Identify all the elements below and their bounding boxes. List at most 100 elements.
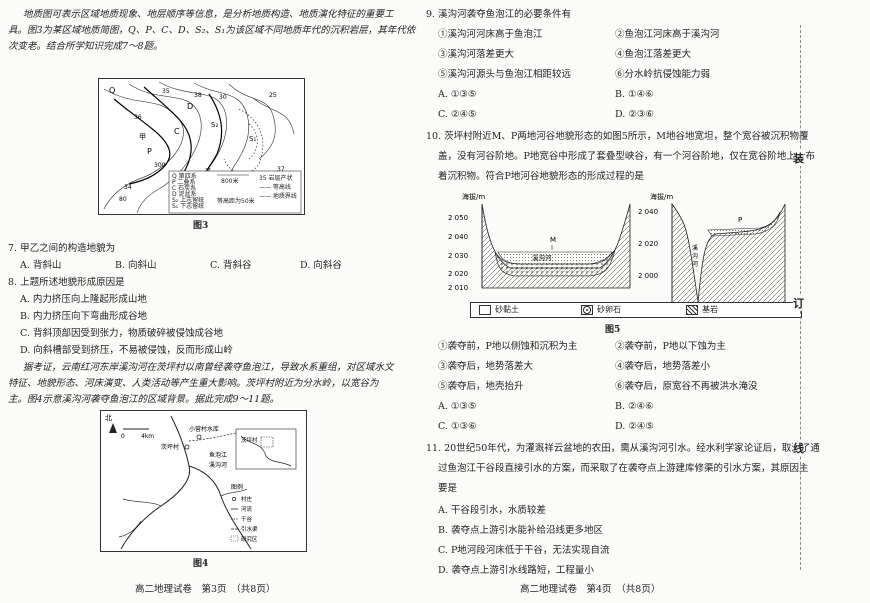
q7-option-c: C. 背斜谷	[210, 260, 252, 271]
svg-text:茨坪村: 茨坪村	[161, 443, 179, 451]
q7-option-d: D. 向斜谷	[300, 260, 342, 271]
figure-3-geologic-map: Q 甲 乙 P C D S₂ S₁ 35 36 38 34 30 25 37 3…	[98, 78, 305, 215]
question-9: 9. 溪沟河袭夺鱼泡江的必要条件有	[426, 9, 572, 20]
intro2-line-2: 特征、地貌形态、河床演变、人类活动等产生重大影响。茨坪村附近为分水岭，以宽谷为	[8, 378, 379, 389]
svg-text:等高距为50米: 等高距为50米	[217, 197, 255, 205]
q10-line-3: 着沉积物。符合P地河谷地貌形态的形成过程的是	[438, 171, 644, 182]
svg-text:D 泥盆系: D 泥盆系	[172, 190, 197, 198]
svg-text:2 050: 2 050	[448, 214, 468, 222]
figure-5-caption: 图5	[605, 325, 621, 335]
map-label-p: P	[147, 147, 152, 156]
north-label: 北	[105, 414, 112, 422]
map-label-c: C	[174, 127, 180, 136]
svg-text:0: 0	[121, 433, 125, 440]
map-label-q: Q	[109, 86, 115, 95]
q10-option-b: B. ②④⑥	[615, 401, 654, 412]
north-arrow-icon	[109, 423, 117, 433]
svg-text:鱼泡江: 鱼泡江	[209, 451, 227, 459]
svg-text:P 二叠系: P 二叠系	[172, 178, 196, 186]
svg-text:2 040: 2 040	[448, 233, 468, 241]
q8-option-c: C. 背斜顶部因受到张力，物质破碎被侵蚀成谷地	[20, 328, 223, 339]
svg-text:河流: 河流	[241, 505, 253, 513]
svg-text:30: 30	[219, 94, 227, 101]
q10-item-1: ①袭夺前，P地以侧蚀和沉积为主	[438, 341, 578, 352]
q11-option-a: A. 干谷段引水，水质较差	[438, 505, 546, 516]
q9-option-d: D. ②③⑥	[615, 109, 654, 120]
fig5-label-river-right: 溪	[692, 244, 698, 252]
svg-text:茨坪村: 茨坪村	[241, 436, 258, 444]
q9-item-1: ①溪沟河河床高于鱼泡江	[438, 29, 543, 40]
svg-text:C 石炭系: C 石炭系	[172, 184, 196, 192]
left-footer: 高二地理试卷 第3页 （共8页）	[135, 584, 276, 595]
intro-line-2: 具。图3为某区域地质简图，Q、P、C、D、S₂、S₁为该区域不同地质年代的沉积岩…	[8, 25, 416, 36]
q9-item-5: ⑤溪沟河源头与鱼泡江相距较远	[438, 69, 572, 80]
q9-option-c: C. ②④⑤	[438, 109, 477, 120]
intro-line-1: 地质图可表示区域地质现象、地层顺序等信息，是分析地质构造、地质演化特征的重要工	[23, 9, 394, 20]
svg-text:2 020: 2 020	[638, 240, 658, 248]
left-page: 地质图可表示区域地质现象、地层顺序等信息，是分析地质构造、地质演化特征的重要工 …	[0, 0, 420, 603]
q7-option-b: B. 向斜山	[115, 260, 157, 271]
svg-text:300: 300	[154, 162, 166, 169]
q9-option-b: B. ①④⑥	[615, 89, 654, 100]
svg-text:35 岩层产状: 35 岩层产状	[259, 174, 293, 182]
svg-text:2 040: 2 040	[638, 208, 658, 216]
q8-option-d: D. 向斜槽部受到挤压，不易被侵蚀，反而形成山岭	[20, 345, 233, 356]
q10-option-a: A. ①③⑤	[438, 401, 477, 412]
svg-text:村庄: 村庄	[241, 495, 253, 503]
figure-4-river-map: 北 0 4km 茨坪村 小营村水库 鱼泡江 溪沟河 茨坪村 图例	[100, 410, 307, 552]
q11-option-c: C. P地河段河床低于干谷，无法实现自流	[438, 545, 610, 556]
svg-text:2 020: 2 020	[448, 270, 468, 278]
q10-item-2: ②袭夺前，P地以下蚀为主	[615, 341, 726, 352]
q10-line-2: 盖，没有河谷阶地。P地宽谷中形成了套叠型峡谷，有一个河谷阶地，仅在宽谷阶地上分布	[438, 151, 815, 162]
q9-item-6: ⑥分水岭抗侵蚀能力弱	[615, 69, 711, 80]
svg-text:37: 37	[277, 166, 285, 173]
q10-item-6: ⑥袭夺后，原宽谷不再被洪水淹没	[615, 381, 758, 392]
fig5-label-p: P	[738, 216, 742, 224]
q11-line-2: 过鱼泡江干谷段直接引水的方案，而采取了在袭夺点上游建库修渠的引水方案，其原因主	[438, 463, 809, 474]
svg-text:溪沟河: 溪沟河	[209, 461, 227, 469]
q8-option-b: B. 内力挤压向下弯曲形成谷地	[20, 311, 148, 322]
svg-text:35: 35	[162, 88, 170, 95]
svg-text:—— 等高线: —— 等高线	[259, 183, 291, 191]
svg-text:小营村水库: 小营村水库	[189, 425, 219, 433]
q10-item-5: ⑤袭夺后，地壳抬升	[438, 381, 524, 392]
map-label-d: D	[187, 102, 193, 111]
svg-text:38: 38	[194, 92, 202, 99]
legend-bedrock: 基岩	[702, 305, 718, 314]
q11-option-d: D. 袭夺点上游引水线路短，工程量小	[438, 565, 594, 576]
fig5-right-axis-title: 海拔/m	[650, 192, 673, 201]
fig5-label-m: M	[550, 236, 556, 244]
figure-3-caption: 图3	[193, 221, 209, 231]
svg-text:S₂ 上志留统: S₂ 上志留统	[172, 196, 204, 204]
figure-5-legend: 砂黏土 砂卵石 基岩	[470, 302, 802, 318]
svg-text:S₁ 下志留统: S₁ 下志留统	[172, 202, 204, 210]
binding-char-zhuang: 装	[793, 150, 804, 166]
intro2-line-3: 主。图4示意溪沟河袭夺鱼泡江的区域背景。据此完成9～11题。	[8, 394, 280, 405]
svg-text:图例: 图例	[231, 483, 243, 491]
intro2-line-1: 据考证，云南红河东岸溪沟河在茨坪村以南曾经袭夺鱼泡江，导致水系重组，对区域水文	[23, 362, 394, 373]
legend-sandy-clay: 砂黏土	[495, 305, 519, 314]
question-7: 7. 甲乙之间的构造地貌为	[8, 243, 116, 254]
figure-4-caption: 图4	[193, 559, 209, 569]
svg-text:2 000: 2 000	[638, 272, 658, 280]
map-label-s1: S₁	[249, 135, 256, 143]
q9-item-3: ③溪沟河落差更大	[438, 49, 515, 60]
svg-text:4km: 4km	[141, 433, 154, 440]
q9-option-a: A. ①③⑤	[438, 89, 477, 100]
q8-option-a: A. 内力挤压向上隆起形成山地	[20, 294, 147, 305]
river-map-drawing: 北 0 4km 茨坪村 小营村水库 鱼泡江 溪沟河 茨坪村 图例	[105, 414, 297, 550]
svg-text:河: 河	[692, 260, 698, 268]
q10-option-c: C. ①③⑥	[438, 421, 477, 432]
q11-line-3: 要是	[438, 483, 458, 494]
geologic-map-drawing: Q 甲 乙 P C D S₂ S₁ 35 36 38 34 30 25 37 3…	[103, 81, 302, 214]
legend-gravel: 砂卵石	[597, 305, 621, 314]
svg-text:25: 25	[269, 92, 277, 99]
binding-char-xian: 线	[793, 440, 804, 456]
svg-text:2 010: 2 010	[448, 284, 468, 292]
svg-text:引水渠: 引水渠	[241, 525, 258, 533]
q10-line-1: 10. 茨坪村附近M、P两地河谷地貌形态的如图5所示，M地谷地宽坦，整个宽谷被沉…	[426, 131, 809, 142]
svg-text:34: 34	[124, 184, 132, 191]
q7-option-a: A. 背斜山	[20, 260, 62, 271]
fig5-left-axis-title: 海拔/m	[462, 192, 485, 201]
q11-option-b: B. 袭夺点上游引水能补给沿线更多地区	[438, 525, 604, 536]
